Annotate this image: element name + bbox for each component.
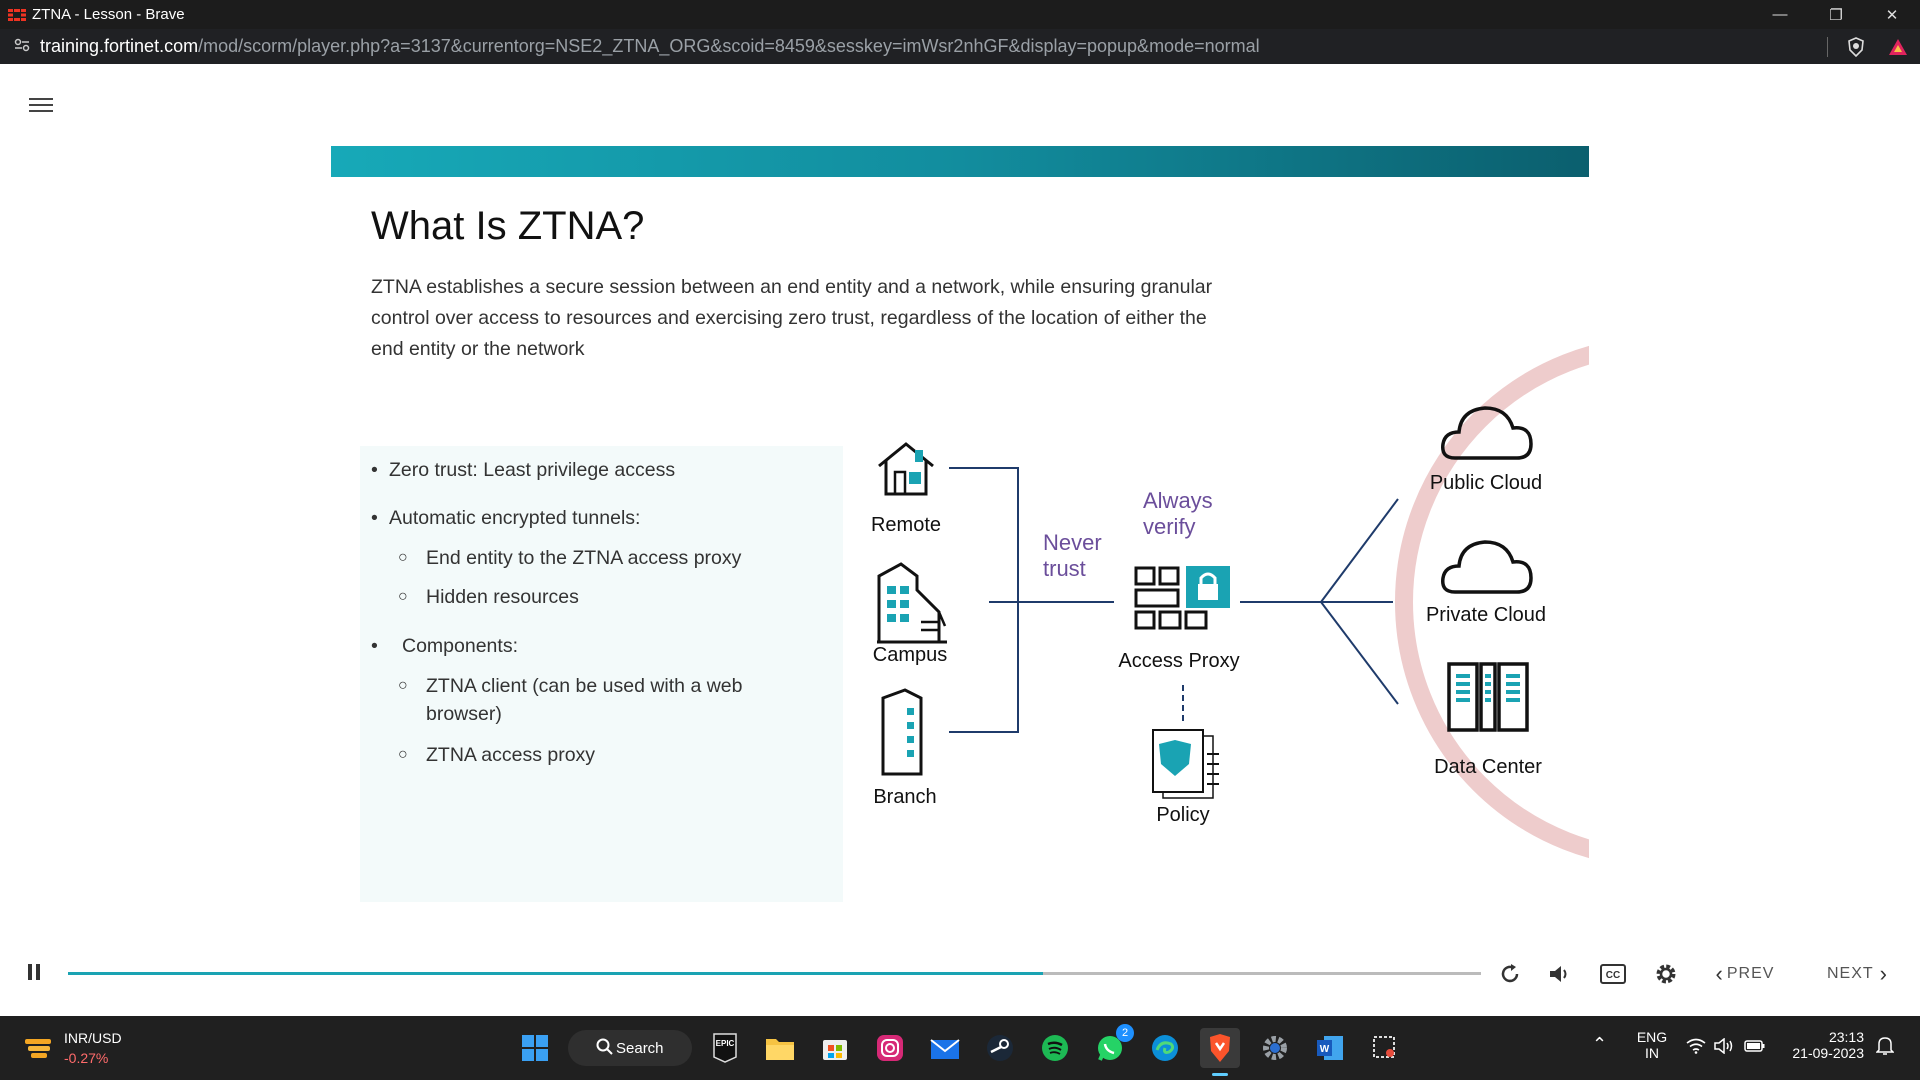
windows-taskbar: INR/USD -0.27% Search EPIC 2 [0,1016,1920,1080]
steam-icon[interactable] [980,1028,1020,1068]
epic-games-icon[interactable]: EPIC [705,1028,745,1068]
sub-bullet-item: ○End entity to the ZTNA access proxy [398,547,742,569]
next-button[interactable]: NEXT › [1822,960,1892,988]
data-center-label: Data Center [1434,756,1542,778]
weather-ticker-icon[interactable] [18,1028,58,1068]
speaker-icon[interactable] [1714,1037,1736,1057]
public-cloud-icon [1441,406,1533,460]
menu-icon[interactable] [29,98,53,116]
file-explorer-icon[interactable] [760,1028,800,1068]
svg-text:W: W [1320,1044,1330,1055]
campus-label: Campus [872,644,948,666]
url-path: /mod/scorm/player.php?a=3137&currentorg=… [198,36,1260,56]
microsoft-store-icon[interactable] [815,1028,855,1068]
notifications-icon[interactable] [1875,1036,1895,1059]
active-app-indicator [1212,1073,1228,1076]
campus-building-icon [877,562,947,644]
fortinet-logo-icon [8,8,26,22]
wifi-icon[interactable] [1686,1038,1706,1057]
prev-button[interactable]: ‹PREV [1710,960,1780,988]
brave-shields-icon[interactable] [1844,35,1868,59]
slide-description: ZTNA establishes a secure session betwee… [371,276,1213,360]
snipping-tool-icon[interactable] [1365,1028,1405,1068]
house-icon [878,442,934,496]
word-icon[interactable]: W [1310,1028,1350,1068]
access-proxy-label: Access Proxy [1118,650,1240,672]
remote-label: Remote [870,514,942,536]
slide: What Is ZTNA? ZTNA establishes a secure … [331,146,1589,902]
address-bar[interactable]: training.fortinet.com/mod/scorm/player.p… [0,29,1920,64]
window-title: ZTNA - Lesson - Brave [32,6,185,23]
policy-document-icon [1152,729,1219,799]
url-text[interactable]: training.fortinet.com/mod/scorm/player.p… [40,36,1260,57]
prev-label: PREV [1726,965,1775,982]
chevron-right-icon: › [1879,961,1887,986]
close-window-button[interactable]: ✕ [1885,6,1899,24]
instagram-icon[interactable] [870,1028,910,1068]
slide-header-bar [331,146,1589,177]
bullet-panel: •Zero trust: Least privilege access •Aut… [360,446,843,902]
mail-icon[interactable] [925,1028,965,1068]
sub-bullet-item: ○ZTNA access proxy [398,744,596,766]
lesson-page: What Is ZTNA? ZTNA establishes a secure … [0,64,1920,1016]
search-label: Search [616,1039,664,1057]
restore-button[interactable]: ❐ [1829,6,1843,24]
toolbar-separator [1827,36,1828,57]
battery-icon[interactable] [1744,1038,1766,1057]
minimize-button[interactable]: — [1772,6,1788,23]
spotify-icon[interactable] [1035,1028,1075,1068]
svg-text:EPIC: EPIC [716,1039,735,1048]
progress-bar-fill [68,972,1043,975]
settings-app-icon[interactable] [1255,1028,1295,1068]
slide-title: What Is ZTNA? [371,204,645,248]
ticker-name[interactable]: INR/USD [64,1030,122,1046]
bullet-item: •Components: [371,635,518,657]
public-cloud-label: Public Cloud [1429,472,1543,494]
access-proxy-icon [1134,566,1230,630]
remote-connector [949,467,1019,733]
sub-bullet-item: ○Hidden resources [398,586,579,608]
network-diagram [877,345,1589,859]
brave-browser-icon[interactable] [1200,1028,1240,1076]
bullet-item: •Zero trust: Least privilege access [371,459,676,481]
sub-bullet-item: ○ZTNA client (can be used with a web bro… [398,675,743,725]
window-titlebar: ZTNA - Lesson - Brave — ❐ ✕ [0,0,1920,29]
svg-text:CC: CC [1606,970,1620,981]
private-cloud-icon [1441,540,1533,594]
whatsapp-badge: 2 [1116,1024,1134,1042]
chevron-left-icon: ‹ [1715,961,1723,986]
policy-label: Policy [1156,804,1210,826]
replay-icon[interactable] [1496,960,1524,988]
ticker-change: -0.27% [64,1050,109,1066]
branch-label: Branch [873,786,937,808]
taskbar-search-button[interactable]: Search [568,1030,692,1066]
start-windows-icon[interactable] [515,1028,555,1068]
search-icon [596,1038,614,1060]
bullet-item: •Automatic encrypted tunnels: [371,507,641,529]
settings-gear-icon[interactable] [1652,960,1680,988]
next-label: NEXT [1827,965,1874,982]
progress-bar[interactable] [68,972,1481,975]
private-cloud-label: Private Cloud [1425,604,1547,626]
url-domain: training.fortinet.com [40,36,199,56]
show-hidden-icons-chevron[interactable]: ⌃ [1592,1034,1608,1054]
data-center-icon [1447,662,1529,732]
brave-rewards-icon[interactable] [1886,35,1910,59]
pause-button[interactable] [22,960,46,984]
edge-browser-icon[interactable] [1145,1028,1185,1068]
closed-captions-icon[interactable]: CC [1598,960,1628,988]
public-cloud-connector [1320,498,1399,603]
data-center-connector [1320,601,1399,705]
site-settings-icon[interactable] [14,38,30,55]
player-controls: CC ‹PREV NEXT › [0,940,1920,1014]
whatsapp-icon[interactable]: 2 [1090,1024,1134,1068]
branch-tower-icon [881,688,923,776]
trust-ring [1395,345,1589,859]
volume-icon[interactable] [1546,960,1574,988]
